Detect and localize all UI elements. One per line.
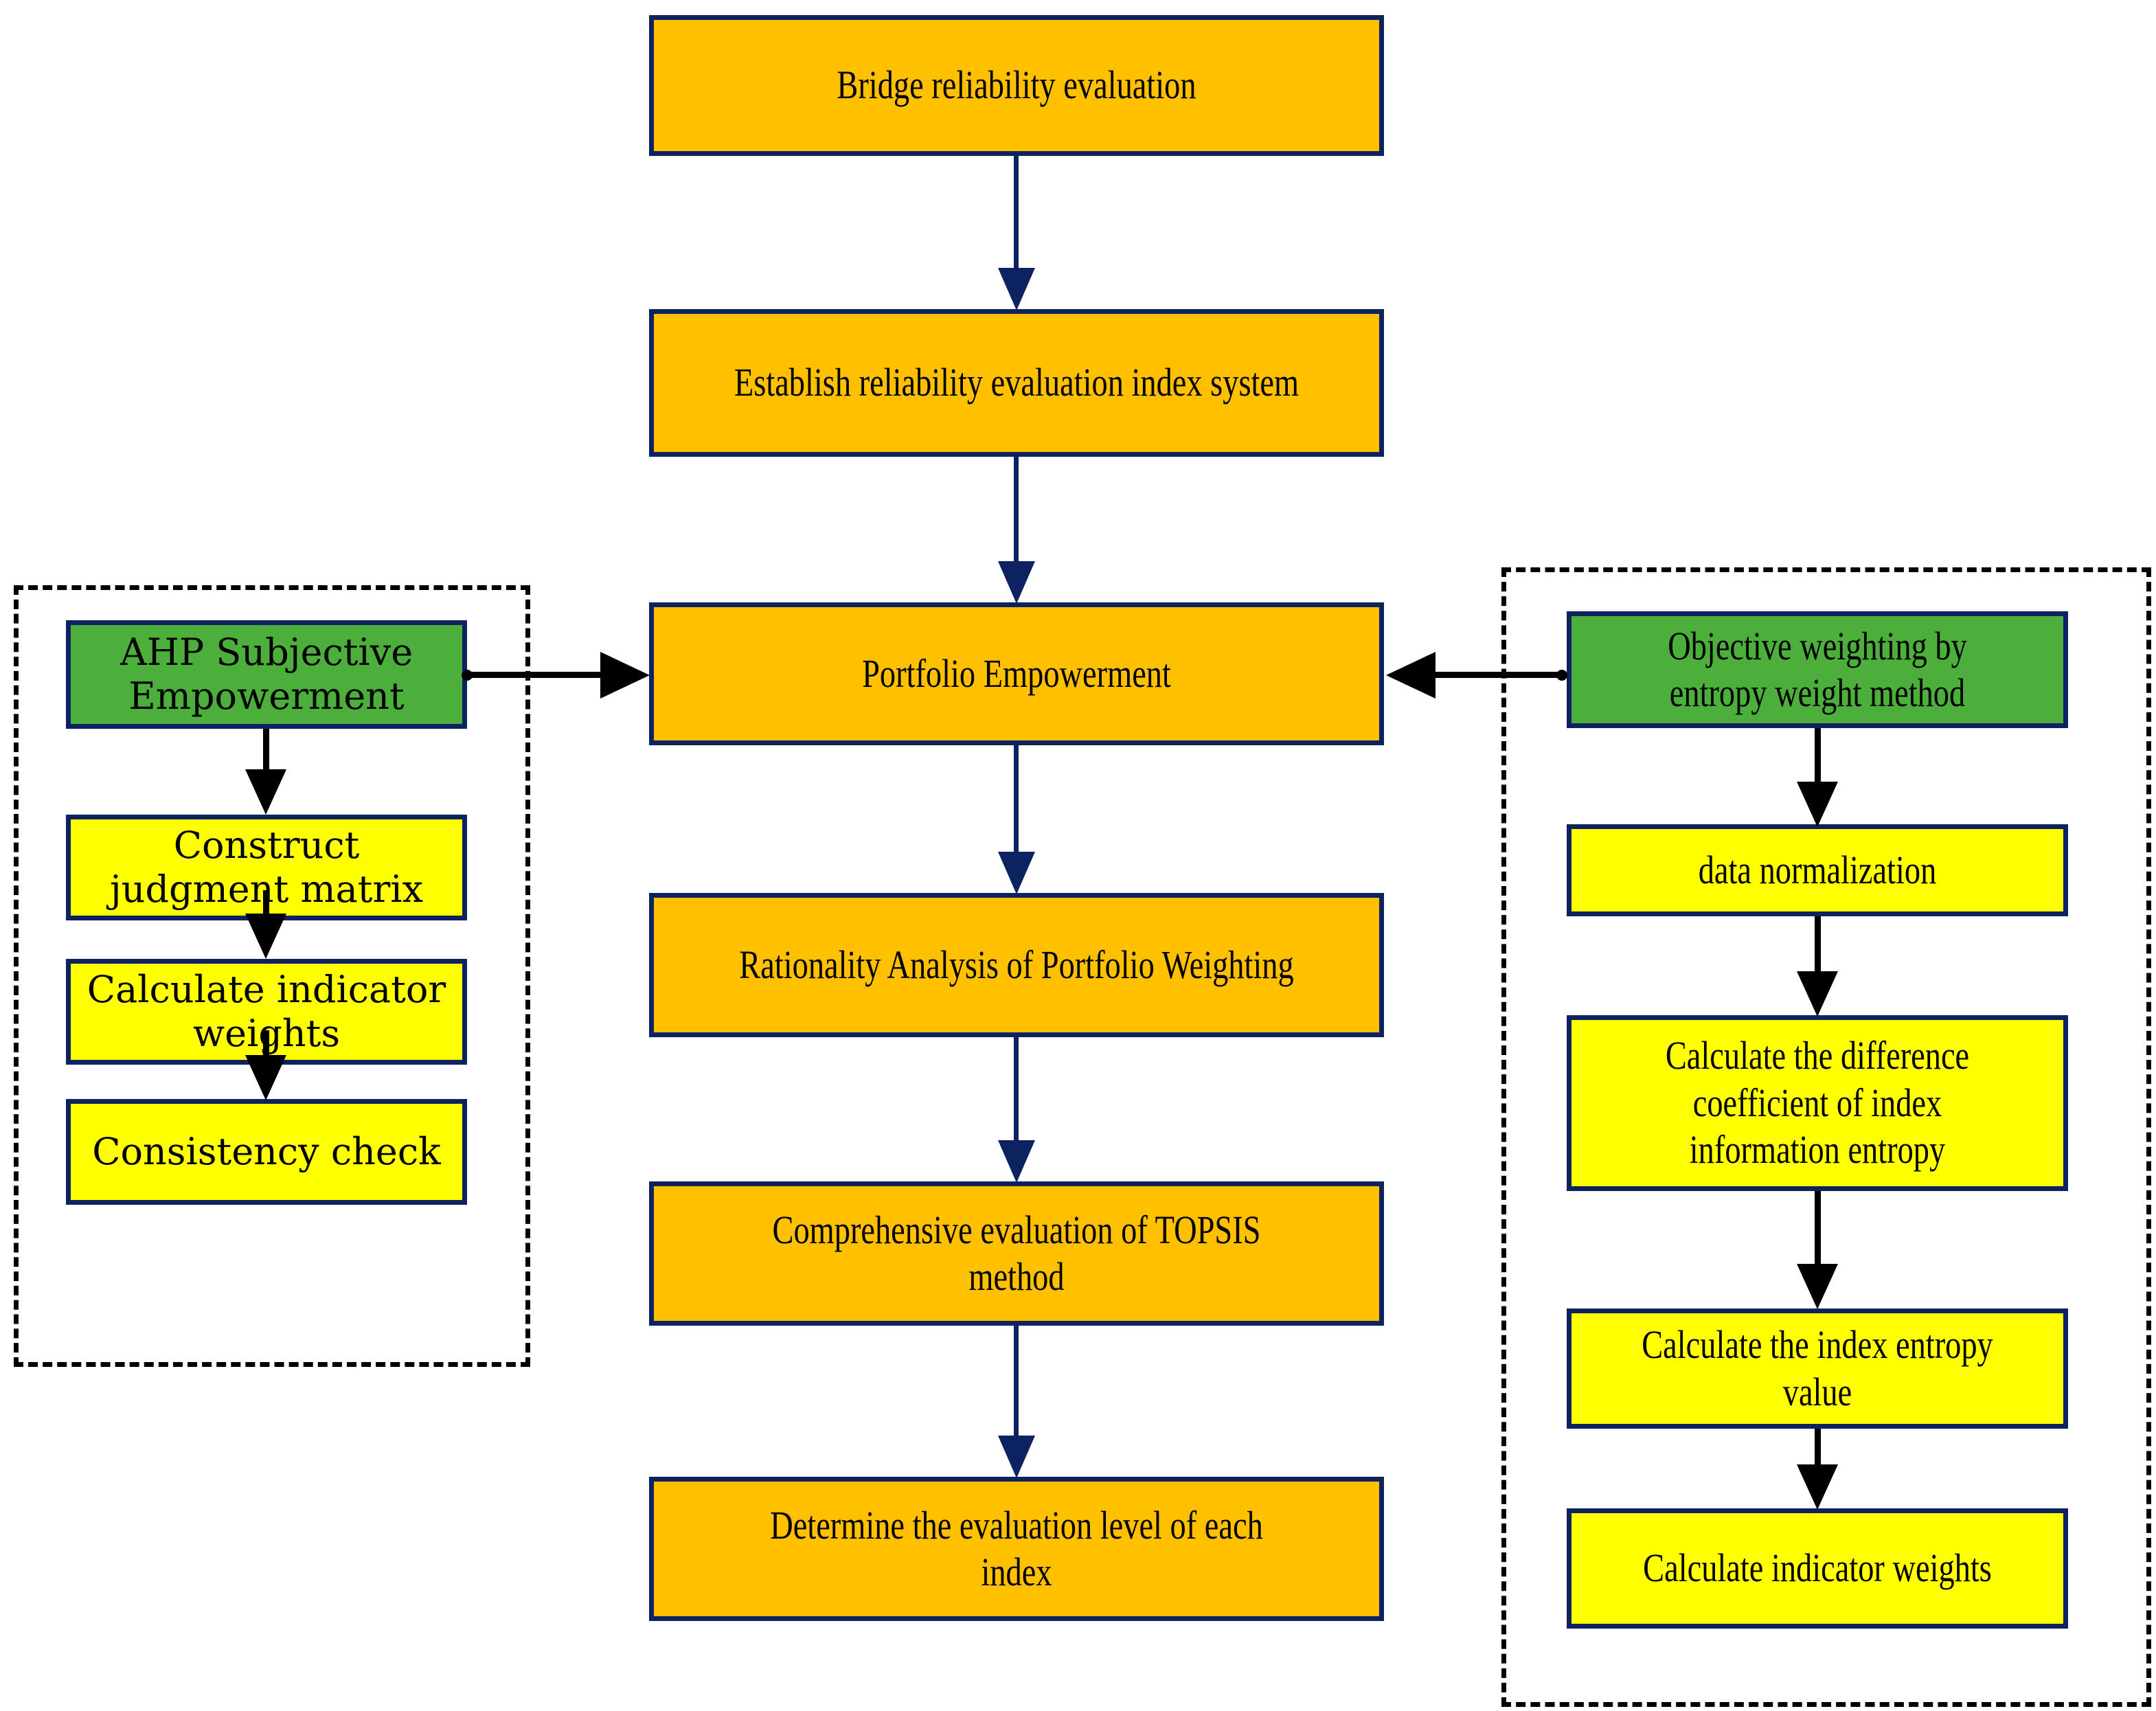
arrow-difference-to-entropy: [1797, 1264, 1838, 1309]
arrow-rationality-to-topsis: [998, 1140, 1035, 1183]
node-consistency-check[interactable]: Consistency check: [66, 1099, 467, 1205]
connector-entropy-to-weights: [1815, 1429, 1821, 1469]
connector-portfolio-to-rationality: [1014, 745, 1019, 852]
arrow-calcweights-to-consistency: [245, 1055, 286, 1100]
node-label: Comprehensive evaluation of TOPSIS metho…: [772, 1207, 1261, 1299]
connector-construct-span: [263, 890, 269, 922]
connector-entropy-to-portfolio: [1436, 672, 1563, 678]
left-dashed-group-frame: [14, 585, 530, 1367]
node-establish-index-system[interactable]: Establish reliability evaluation index s…: [649, 309, 1384, 457]
arrow-objective-to-normalization: [1797, 782, 1838, 827]
connector-normalization-to-difference: [1815, 916, 1821, 975]
connector-objective-to-normalization: [1815, 728, 1821, 787]
node-label: Portfolio Empowerment: [862, 650, 1171, 696]
node-label: AHP Subjective Empowerment: [120, 631, 413, 718]
arrow-establish-to-portfolio: [998, 561, 1035, 604]
node-label: Objective weighting by entropy weight me…: [1668, 623, 1967, 715]
node-bridge-reliability-evaluation[interactable]: Bridge reliability evaluation: [649, 15, 1384, 156]
node-data-normalization[interactable]: data normalization: [1567, 824, 2068, 916]
node-label: Determine the evaluation level of each i…: [770, 1502, 1263, 1594]
node-objective-weighting-entropy[interactable]: Objective weighting by entropy weight me…: [1567, 611, 2068, 728]
node-label: data normalization: [1698, 847, 1937, 892]
node-label: Calculate the difference coefficient of …: [1665, 1033, 1970, 1172]
arrow-ahp-to-portfolio: [600, 652, 650, 699]
connector-establish-to-portfolio: [1014, 457, 1019, 563]
arrow-normalization-to-difference: [1797, 971, 1838, 1017]
node-rationality-analysis[interactable]: Rationality Analysis of Portfolio Weight…: [649, 893, 1384, 1037]
right-dashed-group-frame: [1501, 567, 2151, 1707]
node-difference-coefficient[interactable]: Calculate the difference coefficient of …: [1567, 1015, 2068, 1191]
node-calculate-indicator-weights-right[interactable]: Calculate indicator weights: [1567, 1508, 2068, 1629]
arrow-construct-to-calcweights: [245, 914, 286, 959]
arrow-portfolio-to-rationality: [998, 852, 1035, 894]
connector-difference-to-entropy: [1815, 1191, 1821, 1267]
node-label: Calculate the index entropy value: [1642, 1322, 1993, 1414]
node-portfolio-empowerment[interactable]: Portfolio Empowerment: [649, 602, 1384, 745]
arrow-bridge-to-establish: [998, 268, 1035, 310]
arrow-topsis-to-determine: [998, 1436, 1035, 1478]
node-label: Establish reliability evaluation index s…: [734, 360, 1300, 405]
connector-ahp-to-construct: [263, 729, 269, 775]
arrow-ahp-to-construct: [245, 769, 286, 815]
node-determine-evaluation-level[interactable]: Determine the evaluation level of each i…: [649, 1477, 1384, 1621]
arrow-entropy-to-weights: [1797, 1464, 1838, 1510]
node-label: Calculate indicator weights: [1643, 1545, 1992, 1591]
node-label: Rationality Analysis of Portfolio Weight…: [739, 942, 1294, 987]
node-index-entropy-value[interactable]: Calculate the index entropy value: [1567, 1308, 2068, 1429]
connector-topsis-to-determine: [1014, 1326, 1019, 1436]
node-label: Consistency check: [92, 1130, 441, 1174]
node-topsis-evaluation[interactable]: Comprehensive evaluation of TOPSIS metho…: [649, 1181, 1384, 1326]
connector-ahp-to-portfolio: [466, 672, 615, 678]
connector-calcweights-span: [263, 1030, 269, 1069]
connector-bridge-to-establish: [1014, 156, 1019, 270]
arrow-entropy-to-portfolio: [1386, 652, 1436, 699]
node-label: Bridge reliability evaluation: [837, 63, 1196, 108]
node-ahp-subjective-empowerment[interactable]: AHP Subjective Empowerment: [66, 620, 467, 729]
connector-rationality-to-topsis: [1014, 1037, 1019, 1142]
